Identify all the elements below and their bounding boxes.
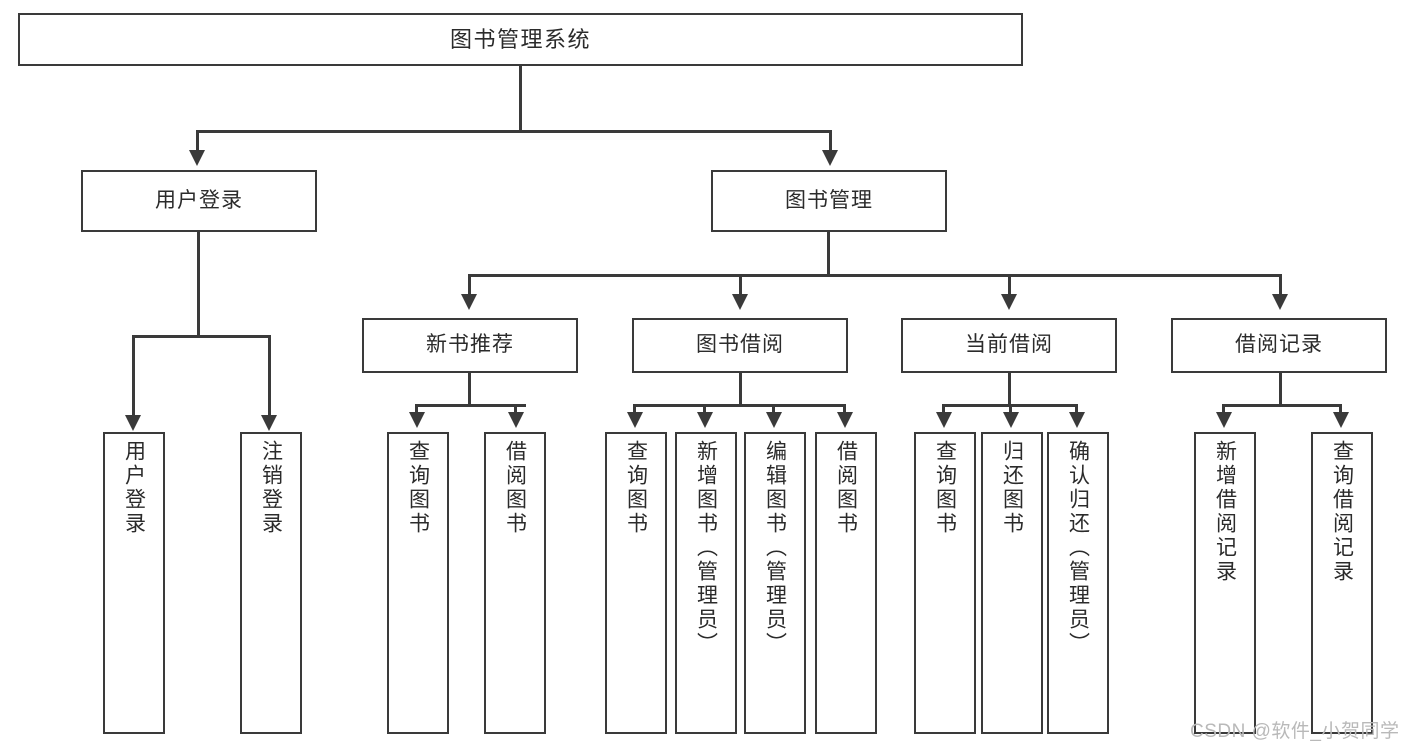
- arrow-to-leaf-query-record: [1333, 412, 1349, 428]
- node-root[interactable]: 图书管理系统: [18, 13, 1023, 66]
- arrow-to-leaf-return-book: [1003, 412, 1019, 428]
- arrow-to-book-borrow: [732, 294, 748, 310]
- connector-user-login-stem: [197, 232, 200, 337]
- connector-nbr-bus: [415, 404, 526, 407]
- arrow-to-leaf-logout: [261, 415, 277, 431]
- leaf-query-book-3-label: 查询图书: [933, 440, 957, 536]
- leaf-query-book-2[interactable]: 查询图书: [605, 432, 667, 734]
- node-book-manage-label: 图书管理: [785, 188, 873, 212]
- node-book-borrow[interactable]: 图书借阅: [632, 318, 848, 373]
- arrow-to-leaf-borrow-book-1: [508, 412, 524, 428]
- arrow-to-leaf-user-login: [125, 415, 141, 431]
- node-borrow-record[interactable]: 借阅记录: [1171, 318, 1387, 373]
- connector-bb-drop-3: [772, 404, 775, 416]
- leaf-borrow-book-2-label: 借阅图书: [834, 440, 858, 536]
- arrow-to-current-borrow: [1001, 294, 1017, 310]
- node-new-book-recommend-label: 新书推荐: [426, 333, 514, 357]
- arrow-to-book-manage: [822, 150, 838, 166]
- node-root-label: 图书管理系统: [449, 26, 591, 52]
- connector-br-drop-1: [1222, 404, 1225, 416]
- arrow-to-leaf-edit-book: [766, 412, 782, 428]
- connector-cb-drop-1: [942, 404, 945, 416]
- connector-root-drop-left: [196, 130, 199, 152]
- leaf-confirm-return-label: 确认归还（管理员）: [1066, 440, 1090, 656]
- arrow-to-new-book-recommend: [461, 294, 477, 310]
- connector-cb-drop-3: [1075, 404, 1078, 416]
- leaf-query-book-1-label: 查询图书: [406, 440, 430, 536]
- arrow-to-leaf-query-book-2: [627, 412, 643, 428]
- leaf-borrow-book-1-label: 借阅图书: [503, 440, 527, 536]
- leaf-query-book-2-label: 查询图书: [624, 440, 648, 536]
- leaf-add-book-label: 新增图书（管理员）: [694, 440, 718, 656]
- node-user-login[interactable]: 用户登录: [81, 170, 317, 232]
- connector-nbr-drop-2: [514, 404, 517, 416]
- leaf-add-record-label: 新增借阅记录: [1213, 440, 1237, 584]
- leaf-user-login-label: 用户登录: [122, 440, 146, 536]
- connector-bm-drop-4: [1279, 274, 1282, 296]
- leaf-return-book[interactable]: 归还图书: [981, 432, 1043, 734]
- connector-user-login-drop-1: [132, 335, 135, 417]
- connector-bm-drop-3: [1008, 274, 1011, 296]
- leaf-add-record[interactable]: 新增借阅记录: [1194, 432, 1256, 734]
- connector-user-login-bus: [132, 335, 268, 338]
- leaf-edit-book-label: 编辑图书（管理员）: [763, 440, 787, 656]
- connector-nbr-drop-1: [415, 404, 418, 416]
- connector-br-drop-2: [1339, 404, 1342, 416]
- connector-bb-drop-1: [633, 404, 636, 416]
- leaf-query-book-3[interactable]: 查询图书: [914, 432, 976, 734]
- connector-bm-drop-1: [468, 274, 471, 296]
- arrow-to-user-login: [189, 150, 205, 166]
- node-new-book-recommend[interactable]: 新书推荐: [362, 318, 578, 373]
- arrow-to-leaf-add-record: [1216, 412, 1232, 428]
- connector-br-bus: [1222, 404, 1341, 407]
- connector-root-drop-right: [829, 130, 832, 152]
- leaf-return-book-label: 归还图书: [1000, 440, 1024, 536]
- leaf-borrow-book-1[interactable]: 借阅图书: [484, 432, 546, 734]
- node-book-manage[interactable]: 图书管理: [711, 170, 947, 232]
- leaf-logout[interactable]: 注销登录: [240, 432, 302, 734]
- connector-user-login-drop-2: [268, 335, 271, 417]
- connector-bb-drop-4: [843, 404, 846, 416]
- connector-nbr-stem: [468, 373, 471, 407]
- leaf-logout-label: 注销登录: [259, 440, 283, 536]
- node-book-borrow-label: 图书借阅: [696, 333, 784, 357]
- arrow-to-leaf-confirm-return: [1069, 412, 1085, 428]
- leaf-query-book-1[interactable]: 查询图书: [387, 432, 449, 734]
- arrow-to-leaf-query-book-3: [936, 412, 952, 428]
- leaf-confirm-return[interactable]: 确认归还（管理员）: [1047, 432, 1109, 734]
- connector-cb-drop-2: [1009, 404, 1012, 416]
- leaf-edit-book[interactable]: 编辑图书（管理员）: [744, 432, 806, 734]
- leaf-user-login[interactable]: 用户登录: [103, 432, 165, 734]
- arrow-to-leaf-query-book-1: [409, 412, 425, 428]
- arrow-to-leaf-borrow-book-2: [837, 412, 853, 428]
- leaf-borrow-book-2[interactable]: 借阅图书: [815, 432, 877, 734]
- node-current-borrow[interactable]: 当前借阅: [901, 318, 1117, 373]
- connector-br-stem: [1279, 373, 1282, 407]
- node-user-login-label: 用户登录: [155, 188, 243, 212]
- connector-book-manage-bus: [468, 274, 1282, 277]
- connector-bb-bus: [633, 404, 846, 407]
- connector-root-bus: [196, 130, 832, 133]
- connector-bm-drop-2: [739, 274, 742, 296]
- connector-cb-stem: [1008, 373, 1011, 407]
- connector-root-stem: [519, 66, 522, 132]
- connector-bb-stem: [739, 373, 742, 407]
- node-borrow-record-label: 借阅记录: [1235, 333, 1323, 357]
- connector-bb-drop-2: [703, 404, 706, 416]
- connector-book-manage-stem: [827, 232, 830, 276]
- node-current-borrow-label: 当前借阅: [965, 333, 1053, 357]
- leaf-query-record-label: 查询借阅记录: [1330, 440, 1354, 584]
- leaf-add-book[interactable]: 新增图书（管理员）: [675, 432, 737, 734]
- csdn-watermark: CSDN @软件_小贺同学: [1190, 721, 1400, 742]
- arrow-to-leaf-add-book: [697, 412, 713, 428]
- arrow-to-borrow-record: [1272, 294, 1288, 310]
- leaf-query-record[interactable]: 查询借阅记录: [1311, 432, 1373, 734]
